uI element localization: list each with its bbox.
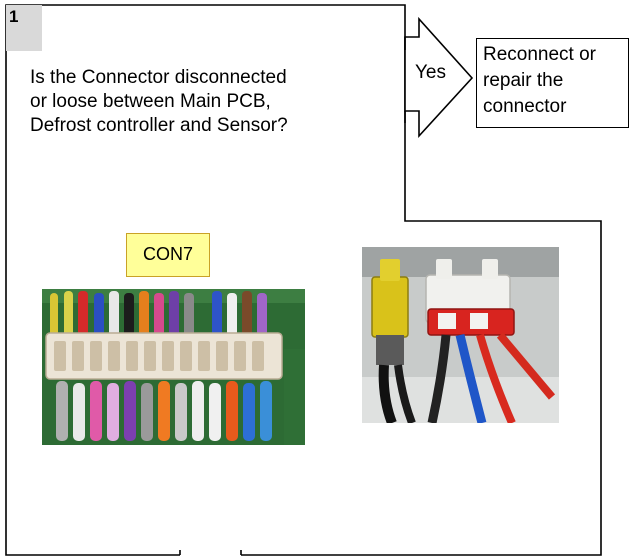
- action-box: Reconnect or repair the connector: [476, 38, 629, 128]
- question-line: Defrost controller and Sensor?: [30, 115, 288, 136]
- question-text: Is the Connector disconnected or loose b…: [30, 66, 400, 138]
- defrost-connector-photo: [362, 247, 559, 423]
- question-line: or loose between Main PCB,: [30, 91, 271, 112]
- con7-connector-photo: [42, 289, 305, 445]
- con7-photo-art: [42, 289, 305, 445]
- question-line: Is the Connector disconnected: [30, 67, 287, 88]
- step-frame-right: [241, 111, 602, 556]
- action-line: Reconnect or: [483, 44, 597, 65]
- yes-label: Yes: [415, 62, 446, 83]
- step-number: 1: [9, 7, 19, 26]
- step-number-badge: 1: [6, 5, 42, 51]
- defrost-connector-photo-art: [362, 247, 559, 423]
- action-line: connector: [483, 96, 567, 117]
- action-line: repair the: [483, 70, 564, 91]
- con7-label: CON7: [126, 233, 210, 277]
- yes-arrow: [404, 16, 474, 139]
